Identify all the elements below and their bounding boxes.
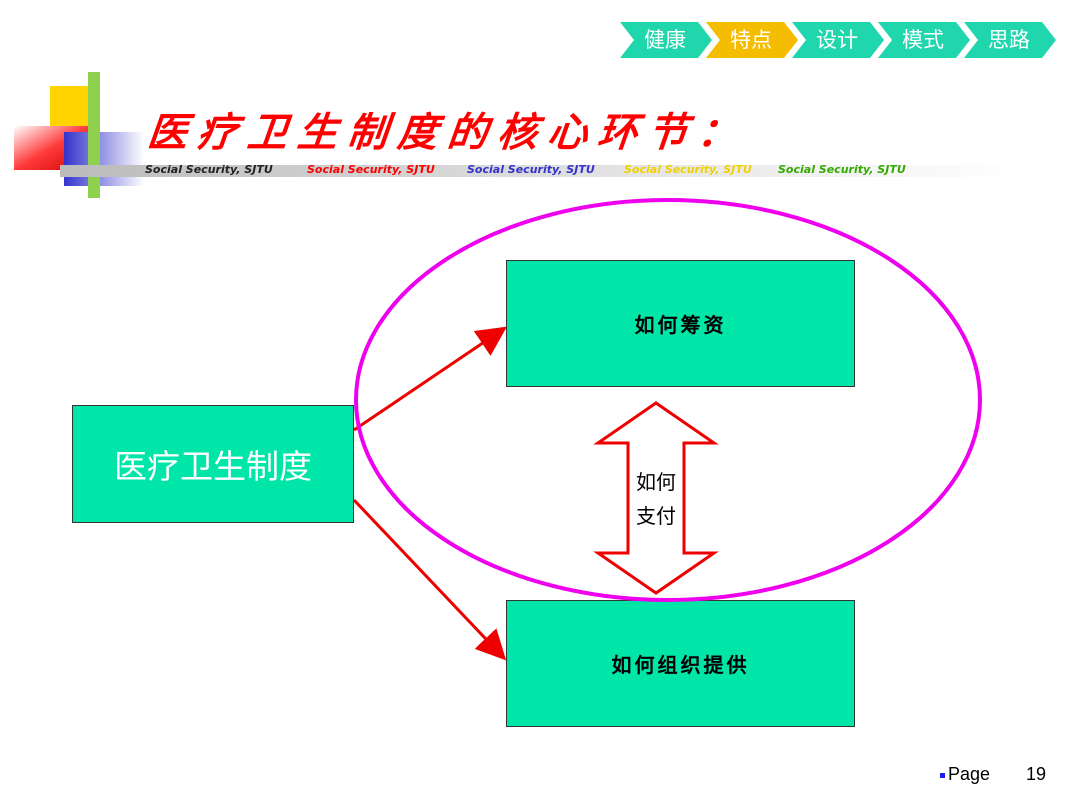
tagline-text: Social Security, SJTU	[307, 163, 435, 176]
nav-chevron-approach	[964, 22, 1056, 58]
payment-label-line: 支付	[636, 504, 676, 528]
nav-tab-approach[interactable]: 思路	[964, 22, 1052, 58]
tagline-text: Social Security, SJTU	[467, 163, 595, 176]
nav-tab-label: 健康	[644, 28, 686, 52]
nav-chevron-features	[706, 22, 798, 58]
top-navigation: 健康 特点 设计 模式 思路	[620, 22, 1060, 58]
nav-chevron-design	[792, 22, 884, 58]
payment-label-line: 如何	[636, 470, 676, 494]
page-label: Page	[940, 764, 990, 785]
nav-chevron-health	[620, 22, 712, 58]
nav-tab-label: 模式	[902, 28, 944, 52]
nav-tab-health[interactable]: 健康	[620, 22, 708, 58]
focus-ellipse	[354, 198, 982, 602]
nav-tab-model[interactable]: 模式	[878, 22, 966, 58]
nav-tab-label: 设计	[816, 28, 858, 52]
tagline-text: Social Security, SJTU	[778, 163, 906, 176]
payment-double-arrow	[593, 401, 719, 595]
tagline-text: Social Security, SJTU	[145, 163, 273, 176]
nav-chevrons	[620, 22, 1056, 58]
nav-tab-design[interactable]: 设计	[792, 22, 880, 58]
payment-label: 如何支付	[628, 465, 684, 533]
nav-tab-features[interactable]: 特点	[706, 22, 794, 58]
root-box: 医疗卫生制度	[72, 405, 354, 523]
provision-label: 如何组织提供	[611, 653, 750, 677]
tagline-strip	[60, 165, 1020, 177]
financing-box: 如何筹资	[506, 260, 855, 387]
page-label-text: Page	[948, 764, 991, 784]
nav-tab-label: 思路	[988, 28, 1030, 52]
page-number: 19	[1026, 764, 1047, 784]
arrow-to-provision	[352, 498, 507, 661]
arrow-to-financing	[353, 326, 507, 432]
nav-tab-label: 特点	[730, 28, 772, 52]
financing-label: 如何筹资	[634, 313, 727, 337]
bullet-icon	[940, 772, 945, 778]
root-label: 医疗卫生制度	[114, 447, 312, 486]
nav-chevron-model	[878, 22, 970, 58]
tagline-text: Social Security, SJTU	[624, 163, 752, 176]
